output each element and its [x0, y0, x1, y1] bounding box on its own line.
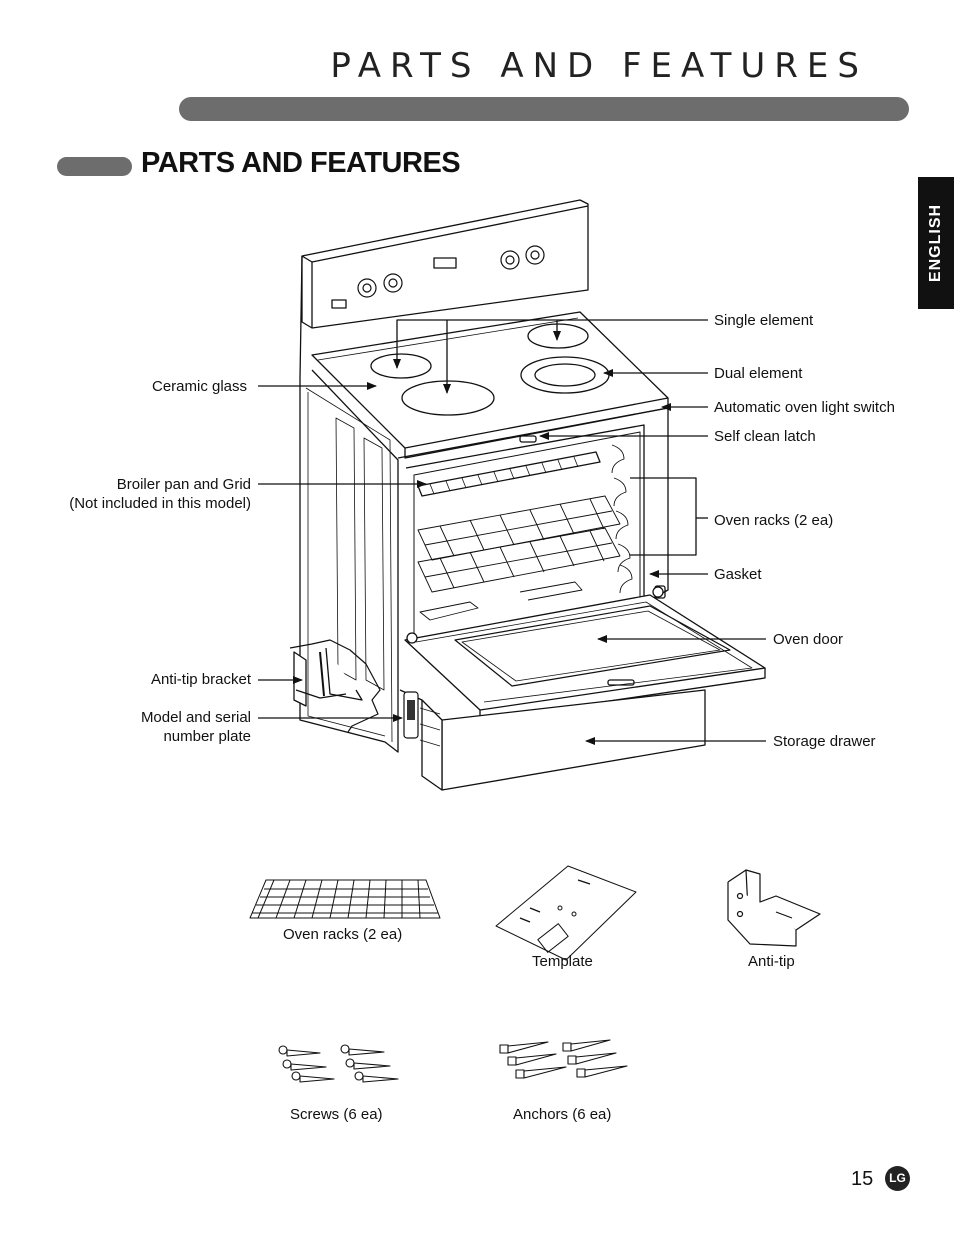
lg-logo-icon: LG — [885, 1166, 910, 1191]
label-single-element: Single element — [714, 312, 814, 329]
side-panel — [299, 255, 399, 753]
accessory-oven-rack-illustration — [249, 879, 441, 919]
accessory-anti-tip-illustration — [727, 869, 821, 947]
label-broiler-pan-line2: (Not included in this model) — [69, 495, 251, 512]
accessory-anchors-illustration — [499, 1039, 628, 1079]
lg-logo-text: LG — [889, 1171, 906, 1185]
accessory-template-illustration — [495, 865, 637, 961]
caption-oven-racks: Oven racks (2 ea) — [283, 926, 403, 943]
label-model-plate-line1: Model and serial — [140, 709, 251, 726]
callout-lines — [258, 319, 766, 745]
label-storage-drawer: Storage drawer — [773, 733, 876, 750]
label-oven-racks: Oven racks (2 ea) — [714, 512, 834, 529]
label-anti-tip-bracket: Anti-tip bracket — [150, 671, 251, 688]
control-knobs — [357, 245, 545, 298]
header-title: PARTS AND FEATURES — [330, 46, 868, 86]
caption-anti-tip: Anti-tip — [748, 953, 795, 970]
label-model-plate-line2: number plate — [163, 728, 251, 745]
caption-screws: Screws (6 ea) — [290, 1106, 383, 1123]
label-ceramic-glass: Ceramic glass — [152, 378, 248, 395]
backguard — [301, 199, 589, 329]
accessory-screws-illustration — [278, 1044, 399, 1083]
language-tab: ENGLISH — [918, 177, 954, 309]
label-light-switch: Automatic oven light switch — [714, 399, 895, 416]
label-dual-element: Dual element — [714, 365, 803, 382]
page-number: 15 — [851, 1168, 874, 1190]
label-oven-door: Oven door — [773, 631, 844, 648]
label-gasket: Gasket — [714, 566, 762, 583]
caption-template: Template — [532, 953, 593, 970]
header-bar — [179, 97, 909, 121]
label-self-clean-latch: Self clean latch — [714, 428, 816, 445]
label-broiler-pan-line1: Broiler pan and Grid — [116, 476, 251, 493]
section-pill — [57, 157, 132, 176]
section-title: PARTS AND FEATURES — [141, 147, 461, 179]
caption-anchors: Anchors (6 ea) — [513, 1106, 612, 1123]
